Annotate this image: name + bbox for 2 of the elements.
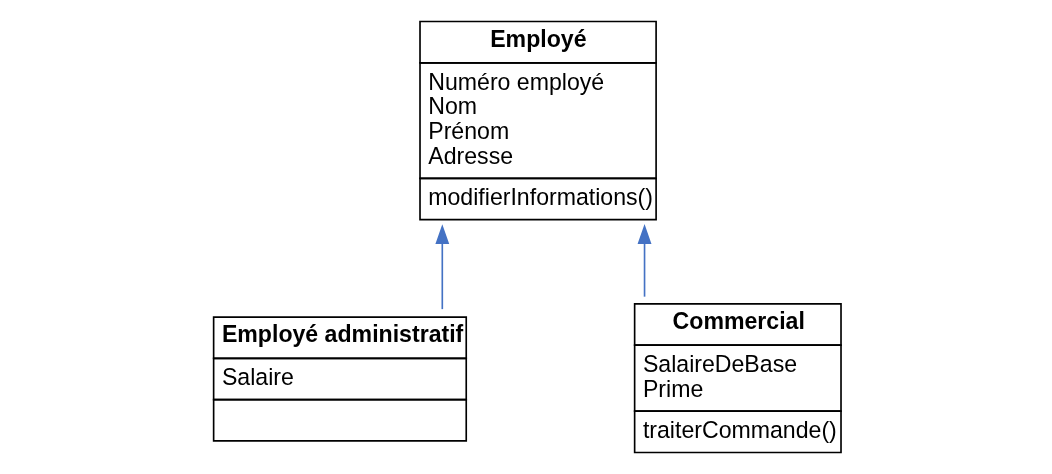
- arrow: [637, 224, 651, 298]
- arrow: [434, 224, 449, 310]
